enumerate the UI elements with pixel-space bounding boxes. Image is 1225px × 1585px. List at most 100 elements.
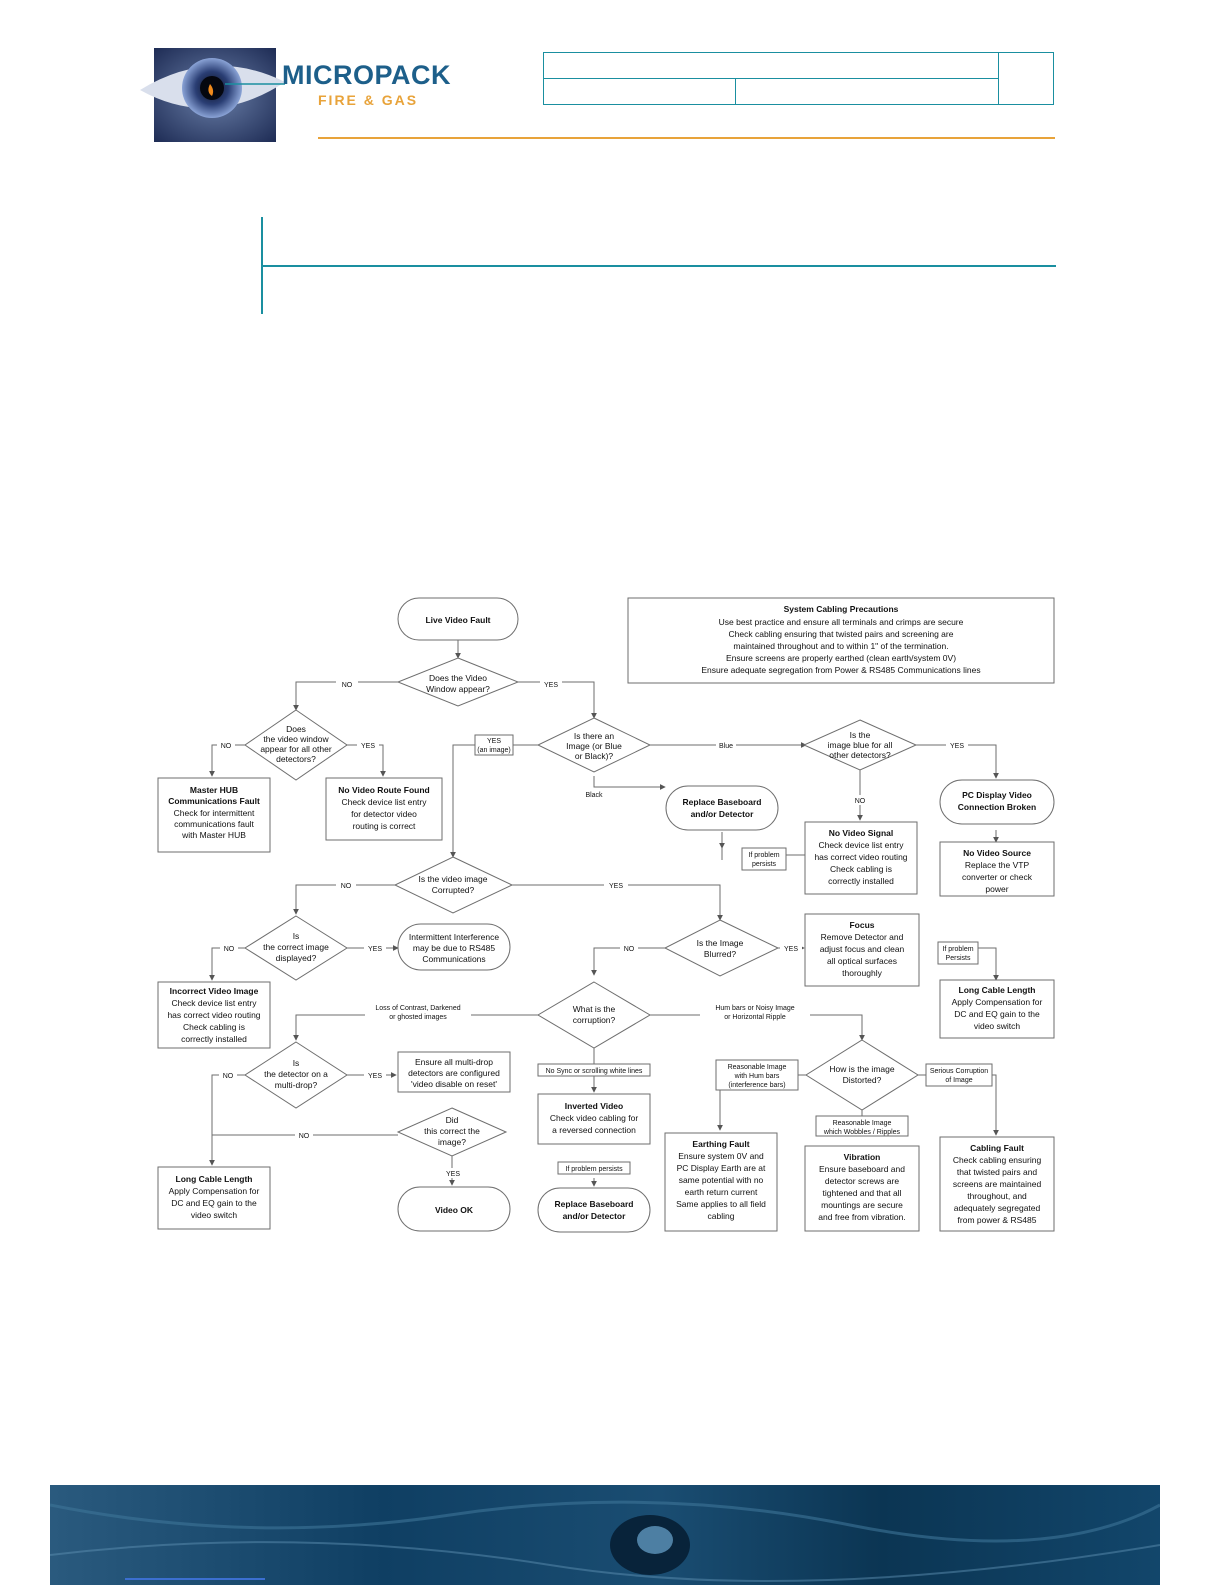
box-text: Ensure all multi-drop xyxy=(415,1057,493,1067)
edge-label-serious: Serious Corruption xyxy=(930,1068,988,1075)
section-bracket-horizontal xyxy=(261,265,1056,267)
box-long-cable-length-1: Long Cable Length Apply Compensation for… xyxy=(939,979,1055,1039)
decision-text: Is there an xyxy=(574,731,614,741)
box-text: Replace the VTP xyxy=(965,860,1030,870)
edge-label-no: NO xyxy=(855,798,866,805)
box-text: Apply Compensation for xyxy=(952,997,1043,1007)
box-text: detector screws are xyxy=(825,1176,899,1186)
box-inverted-video: Inverted Video Check video cabling for a… xyxy=(537,1093,651,1145)
note-text: If problem xyxy=(942,946,973,953)
decision-text: Is the Image xyxy=(697,938,744,948)
node-text: Replace Baseboard xyxy=(683,797,762,807)
decision-correct-image: Is the correct image displayed? xyxy=(244,915,348,981)
footer-banner-image xyxy=(50,1485,1160,1585)
decision-text: the video window xyxy=(263,734,329,744)
edge-label-no: NO xyxy=(342,682,353,689)
edge-label-reasonable: Reasonable Image xyxy=(728,1064,787,1071)
box-text: 'video disable on reset' xyxy=(411,1079,497,1089)
decision-is-there-image: Is there an Image (or Blue or Black)? xyxy=(536,717,652,773)
box-text: Apply Compensation for xyxy=(169,1186,260,1196)
edge-label-yes: YES xyxy=(609,883,623,890)
box-text: Same applies to all field xyxy=(676,1199,766,1209)
edge-label-nosync: No Sync or scrolling white lines xyxy=(546,1068,643,1075)
decision-image-blue: Is the image blue for all other detector… xyxy=(802,719,918,771)
decision-text: corruption? xyxy=(573,1015,616,1025)
decision-video-window: Does the Video Window appear? xyxy=(396,657,520,707)
header-cell-left xyxy=(544,79,736,104)
box-title: Long Cable Length xyxy=(176,1174,253,1184)
box-title: Cabling Fault xyxy=(970,1143,1024,1153)
box-no-video-source: No Video Source Replace the VTP converte… xyxy=(939,841,1055,897)
node-text: Communications xyxy=(422,954,485,964)
note-text: If problem xyxy=(748,852,779,859)
header-cell-middle xyxy=(736,79,999,104)
note-if-problem-persists-1: If problem persists xyxy=(741,847,787,871)
decision-text: What is the xyxy=(573,1004,616,1014)
decision-text: Distorted? xyxy=(843,1075,882,1085)
decision-text: Is the video image xyxy=(419,874,488,884)
box-text: adequately segregated xyxy=(954,1203,1041,1213)
edge-label-loss: or ghosted images xyxy=(389,1014,447,1021)
edge-label-yes-image: (an image) xyxy=(477,747,510,754)
box-title: No Video Signal xyxy=(829,828,894,838)
box-text: adjust focus and clean xyxy=(820,944,905,954)
decision-text: Does the Video xyxy=(429,673,487,683)
precautions-line: maintained throughout and to within 1" o… xyxy=(733,641,948,651)
box-text: all optical surfaces xyxy=(827,956,897,966)
edge-label-wobbles: Reasonable Image xyxy=(833,1120,892,1127)
decision-did-correct: Did this correct the image? xyxy=(396,1107,508,1157)
note-if-problem-persists-3: If problem persists xyxy=(565,1166,623,1173)
box-text: Check cabling is xyxy=(183,1022,245,1032)
note-if-problem-persists-2: If problem Persists xyxy=(937,941,979,965)
edge-label-loss: Loss of Contrast, Darkened xyxy=(375,1005,460,1012)
edge-label-reasonable: (interference bars) xyxy=(728,1082,785,1089)
box-cabling-fault: Cabling Fault Check cabling ensuring tha… xyxy=(939,1136,1055,1232)
node-replace-baseboard-2: Replace Baseboard and/or Detector xyxy=(537,1187,651,1233)
decision-text: this correct the xyxy=(424,1126,480,1136)
logo-eye-image xyxy=(140,48,285,142)
decision-multidrop: Is the detector on a multi-drop? xyxy=(244,1041,348,1109)
node-text: Video OK xyxy=(435,1205,474,1215)
node-text: PC Display Video xyxy=(962,790,1032,800)
box-text: throughout, and xyxy=(967,1191,1027,1201)
decision-text: other detectors? xyxy=(829,750,891,760)
decision-text: or Black)? xyxy=(575,751,614,761)
brand-name: MICROPACK xyxy=(282,60,451,90)
box-text: converter or check xyxy=(962,872,1033,882)
node-text: Intermittent Interference xyxy=(409,932,500,942)
node-text: Connection Broken xyxy=(958,802,1036,812)
edge-label-serious: of Image xyxy=(945,1077,972,1084)
decision-text: detectors? xyxy=(276,754,316,764)
precautions-line: Ensure adequate segregation from Power &… xyxy=(701,665,980,675)
box-incorrect-video-image: Incorrect Video Image Check device list … xyxy=(157,981,271,1049)
decision-corrupted: Is the video image Corrupted? xyxy=(393,856,514,914)
box-title: Focus xyxy=(849,920,874,930)
live-video-fault-flowchart: Live Video Fault System Cabling Precauti… xyxy=(157,597,1055,1233)
decision-distorted: How is the image Distorted? xyxy=(805,1039,919,1111)
node-text: and/or Detector xyxy=(563,1211,627,1221)
edge-label-yes: YES xyxy=(361,743,375,750)
box-text: PC Display Earth are at xyxy=(677,1163,766,1173)
edge-label-hum: or Horizontal Ripple xyxy=(724,1014,786,1021)
edge-label-yes: YES xyxy=(446,1171,460,1178)
decision-text: the correct image xyxy=(263,942,329,952)
box-text: Check cabling ensuring xyxy=(953,1155,1042,1165)
header-cell-title xyxy=(544,53,999,79)
box-title: No Video Route Found xyxy=(338,785,429,795)
box-text: from power & RS485 xyxy=(958,1215,1037,1225)
edge-label-yes: YES xyxy=(784,946,798,953)
box-text: Ensure baseboard and xyxy=(819,1164,905,1174)
node-pc-display-broken: PC Display Video Connection Broken xyxy=(939,779,1055,825)
box-text: Ensure system 0V and xyxy=(678,1151,764,1161)
note-text: persists xyxy=(752,861,777,868)
edge-label-yes: YES xyxy=(544,682,558,689)
box-title: Inverted Video xyxy=(565,1101,623,1111)
box-title: Master HUB xyxy=(190,785,238,795)
edge-label-reasonable: with Hum bars xyxy=(734,1073,780,1080)
node-text: Replace Baseboard xyxy=(555,1199,634,1209)
note-text: Persists xyxy=(946,955,971,962)
box-text: Check device list entry xyxy=(341,797,427,807)
box-title: Vibration xyxy=(844,1152,881,1162)
decision-text: displayed? xyxy=(276,953,317,963)
box-text: that twisted pairs and xyxy=(957,1167,1038,1177)
